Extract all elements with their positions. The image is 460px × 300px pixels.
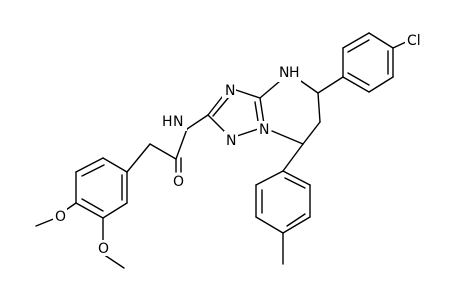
bond bbox=[236, 128, 259, 137]
bond bbox=[368, 76, 394, 93]
bond bbox=[342, 32, 370, 49]
bond bbox=[347, 72, 370, 86]
bond bbox=[126, 143, 151, 173]
bond bbox=[282, 170, 311, 186]
bond bbox=[259, 97, 265, 125]
bond bbox=[342, 76, 370, 93]
atom-label-n-bridge: N bbox=[259, 122, 269, 138]
bond bbox=[207, 114, 228, 135]
atom-label-cl: Cl bbox=[407, 33, 421, 49]
atom-label-n-ring-nh: N bbox=[279, 65, 289, 81]
bond bbox=[284, 177, 306, 189]
bond-layer bbox=[35, 32, 407, 269]
bond bbox=[317, 76, 344, 94]
atom-label-o-methoxy-right: O bbox=[98, 241, 109, 257]
bond bbox=[81, 198, 104, 212]
atom-label-n-amide: N bbox=[173, 114, 183, 130]
bond bbox=[75, 202, 104, 219]
bond bbox=[271, 130, 304, 145]
bond bbox=[254, 101, 259, 122]
bond bbox=[368, 32, 394, 49]
bond bbox=[286, 213, 306, 227]
bond bbox=[317, 92, 321, 123]
bond bbox=[102, 253, 125, 269]
bond bbox=[175, 128, 188, 160]
atom-labels: H N O N N H N N Cl O O bbox=[53, 32, 429, 257]
bond bbox=[102, 202, 128, 219]
bond bbox=[35, 217, 57, 227]
bond bbox=[392, 41, 407, 49]
bond bbox=[297, 78, 319, 94]
bond bbox=[75, 157, 104, 173]
bond bbox=[149, 143, 177, 160]
atom-label-o-methoxy-left: O bbox=[55, 209, 66, 225]
bond bbox=[232, 88, 261, 99]
bond bbox=[347, 39, 370, 53]
bond bbox=[81, 164, 105, 177]
atom-label-h-amide: H bbox=[162, 114, 173, 130]
atom-label-n-ring-low: N bbox=[226, 133, 236, 149]
atom-label-o-carbonyl: O bbox=[173, 174, 184, 190]
bond bbox=[212, 96, 230, 117]
atom-label-n-ring-top: N bbox=[225, 83, 235, 99]
bond bbox=[282, 143, 304, 172]
bond bbox=[255, 216, 284, 234]
bond bbox=[302, 121, 321, 145]
bond bbox=[255, 170, 284, 186]
bond bbox=[259, 80, 281, 99]
bond bbox=[282, 216, 311, 234]
atom-label-h-ring: H bbox=[289, 65, 300, 81]
bond bbox=[186, 114, 209, 130]
bond bbox=[102, 157, 128, 173]
